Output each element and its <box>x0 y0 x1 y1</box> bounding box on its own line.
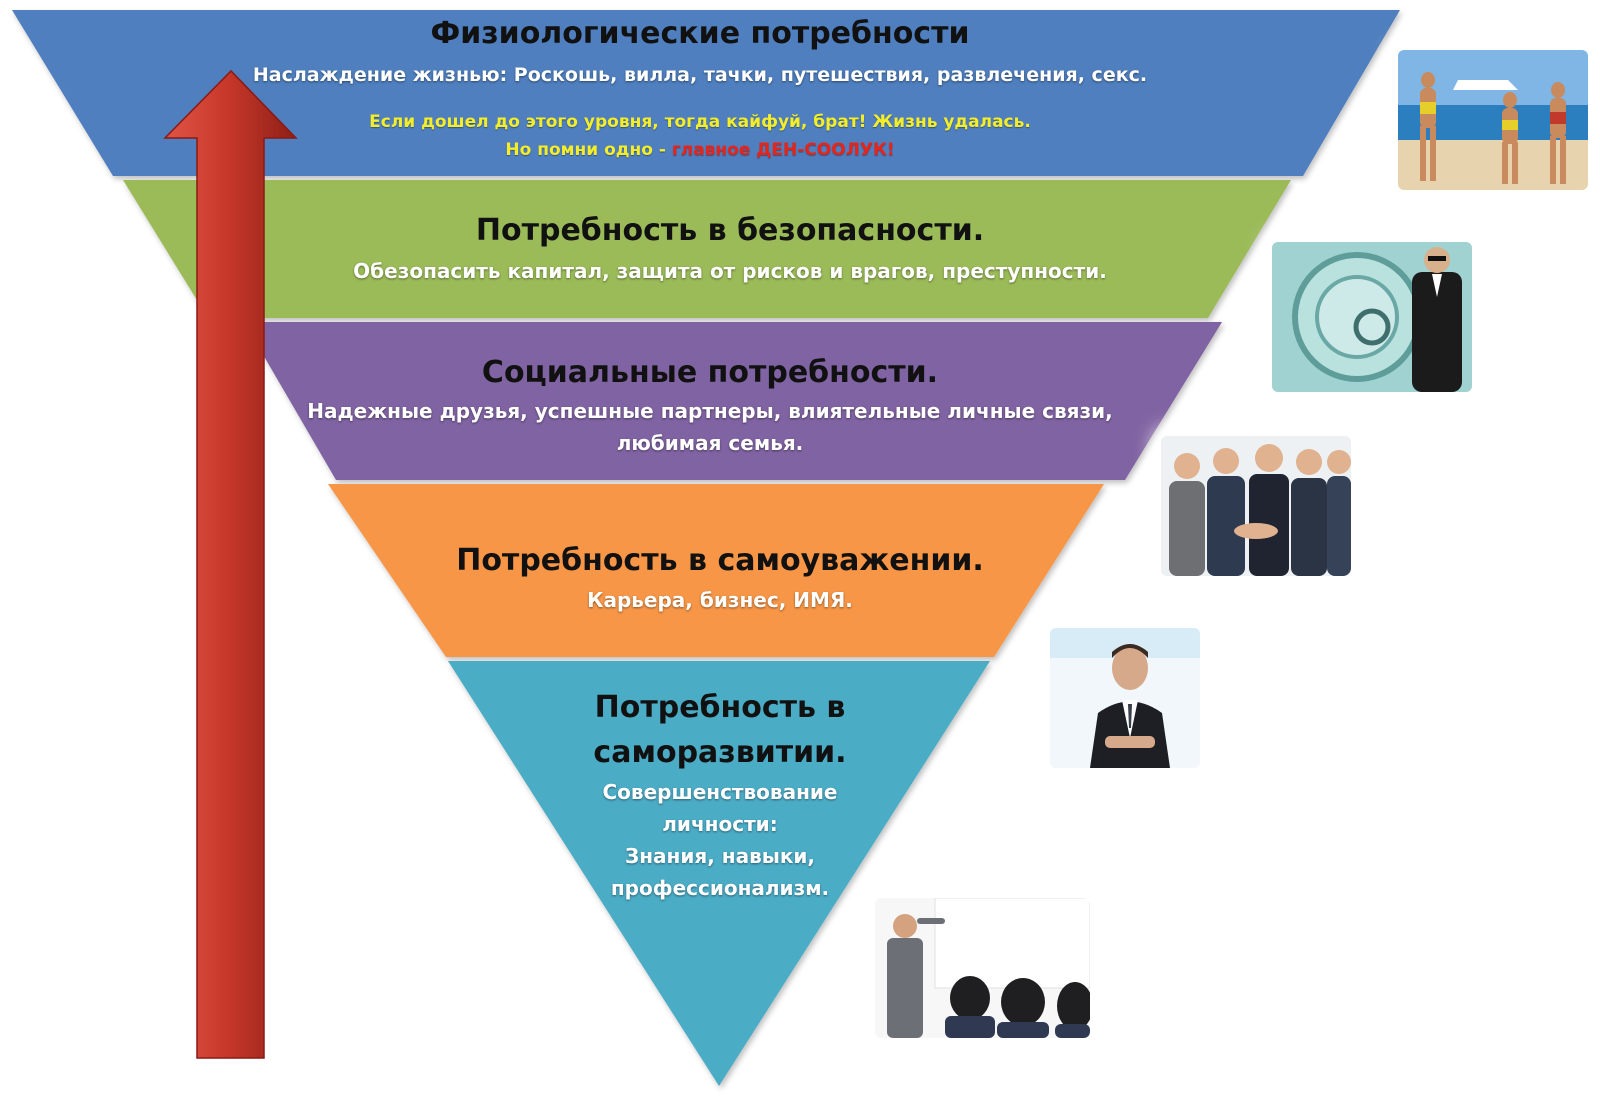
level-2-title: Потребность в безопасности. <box>475 213 985 248</box>
safe-bodyguard-photo <box>1272 242 1472 392</box>
level-2-description: Обезопасить капитал, защита от рисков и … <box>353 259 1107 283</box>
level-5-description-line2: личности: <box>662 812 778 836</box>
level-5-description-line1: Совершенствование <box>602 780 838 804</box>
level-1-note-line1: Если дошел до этого уровня, тогда кайфуй… <box>369 112 1031 132</box>
beach-women-photo <box>1398 50 1588 190</box>
level-1-title: Физиологические потребности <box>430 16 970 51</box>
level-3-description-line2: любимая семья. <box>616 431 804 455</box>
level-5-title-line1: Потребность в <box>594 690 846 725</box>
up-arrow-icon <box>163 69 298 1059</box>
level-5-description-line4: профессионализм. <box>610 876 830 900</box>
level-1-note: Если дошел до этого уровня, тогда кайфуй… <box>300 108 1100 164</box>
level-4-band <box>328 484 1104 657</box>
level-1-note-line2: Но помни одно - главное ДЕН-СООЛУК! <box>300 136 1100 164</box>
level-1-band <box>12 10 1400 176</box>
handshake-group-photo <box>1161 436 1351 576</box>
level-5-description-line3: Знания, навыки, <box>625 844 815 868</box>
presentation-classroom-photo <box>875 898 1090 1038</box>
level-2-band <box>123 180 1291 318</box>
level-4-description: Карьера, бизнес, ИМЯ. <box>587 588 853 612</box>
level-1-note-prefix: Но помни одно - <box>505 140 672 160</box>
level-5-title-line2: саморазвитии. <box>593 735 847 770</box>
level-4-title: Потребность в самоуважении. <box>456 543 984 578</box>
level-5-band <box>448 661 990 1086</box>
level-3-description-line1: Надежные друзья, успешные партнеры, влия… <box>307 399 1113 423</box>
businessman-photo <box>1050 628 1200 768</box>
level-1-note-highlight: главное ДЕН-СООЛУК! <box>671 140 895 160</box>
level-3-title: Социальные потребности. <box>481 355 939 390</box>
level-3-band <box>244 322 1222 480</box>
level-1-description: Наслаждение жизнью: Роскошь, вилла, тачк… <box>252 64 1148 86</box>
